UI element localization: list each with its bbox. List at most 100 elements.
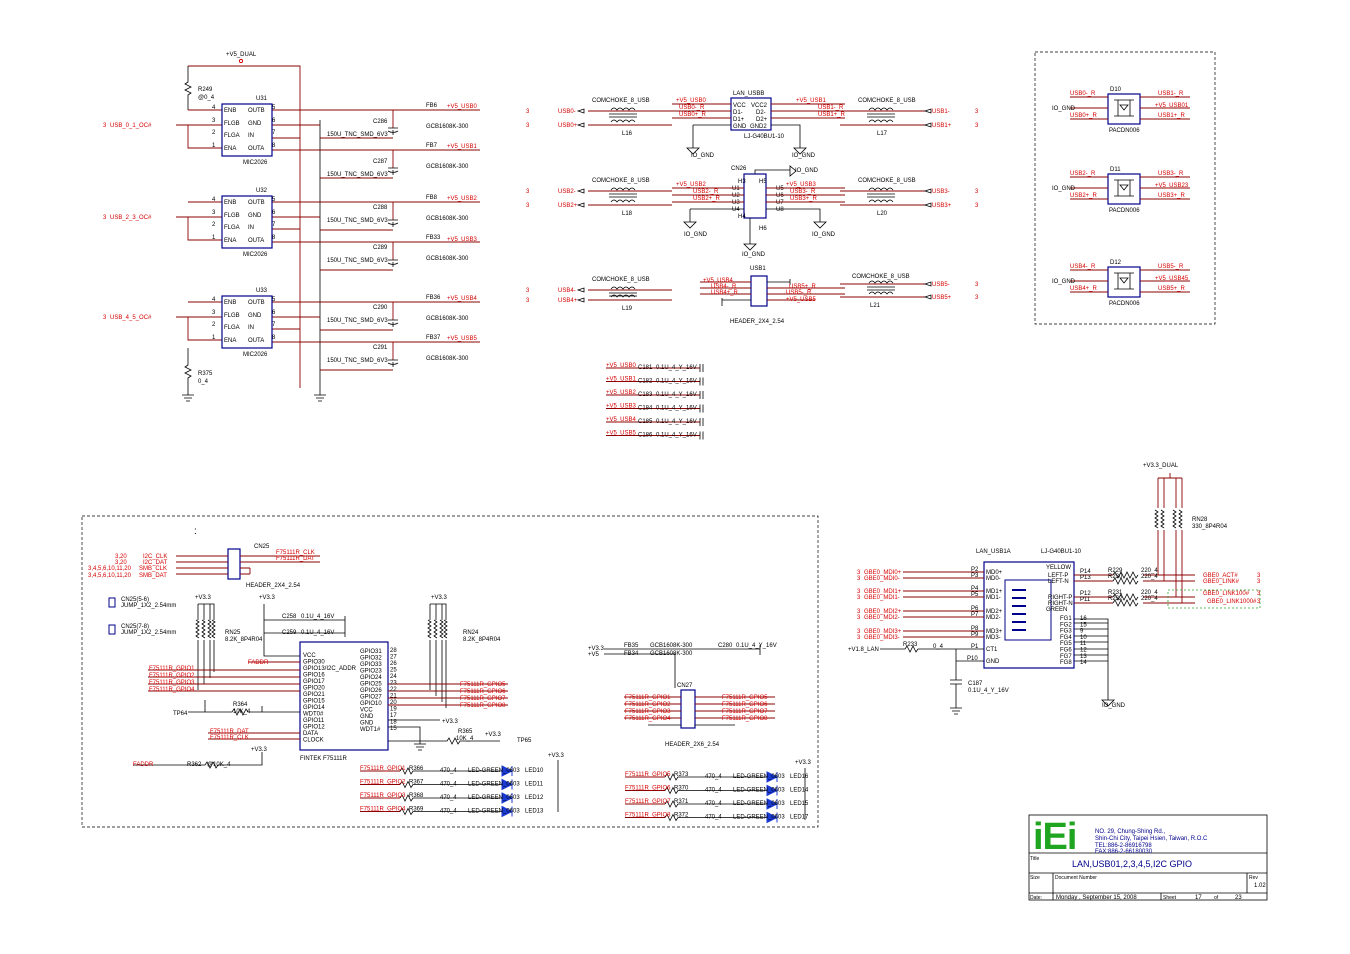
sheet-title: LAN,USB01,2,3,4,5,I2C GPIO xyxy=(1072,859,1192,869)
cap-ref: C290 xyxy=(373,305,388,311)
choke-part: COMCHOKE_8_USB xyxy=(592,178,650,184)
pin: U5 xyxy=(776,186,784,192)
led-icon xyxy=(501,765,514,777)
switch-u33: 3 USB_4_5_OC# U33 MIC2026 xyxy=(103,288,320,358)
led-part: LED-GREEN_0603 xyxy=(468,795,520,801)
net: USB0- xyxy=(558,109,576,115)
led-ref: LED13 xyxy=(525,809,544,815)
net: USB1- xyxy=(932,109,950,115)
choke-ref: L17 xyxy=(877,131,888,137)
net: +V5_USB3 xyxy=(786,182,817,188)
switch-ref: U32 xyxy=(256,188,268,194)
r-value: 0_4 xyxy=(933,644,944,650)
title-block: iEi NO. 29, Chung-Shing Rd., Shin-Chi Ci… xyxy=(1028,814,1268,901)
switch-pin: FLGA xyxy=(224,225,240,231)
cap-value: 0.1U_4_Y_16V xyxy=(656,433,697,439)
date-value: Monday , September 15, 2008 xyxy=(1056,895,1137,901)
net: F75111R_GPIO1 xyxy=(149,666,195,672)
switch-pin: OUTA xyxy=(248,338,264,344)
ic-pin-num: 26 xyxy=(390,661,397,667)
switch-pin-num: 2 xyxy=(212,322,216,328)
choke-ref: L20 xyxy=(877,211,888,217)
ic-pin-num: 22 xyxy=(390,687,397,693)
rn25-rn24: +V3.3 +V3.3 +V3.3 RN25 8.2K_8P4R04 RN24 … xyxy=(195,595,501,708)
page-ref: 3 xyxy=(975,282,979,288)
net: F75111R_GPIO6 xyxy=(460,689,506,695)
switch-part: MIC2026 xyxy=(243,160,268,166)
r-value: 470_4 xyxy=(440,809,457,815)
rn-ref: RN28 xyxy=(1192,517,1208,523)
address-line: NO. 29, Chung-Shing Rd., xyxy=(1095,829,1165,835)
r375-ref: R375 xyxy=(198,371,213,377)
page-ref: 3 xyxy=(857,595,861,601)
pin: H3 xyxy=(738,179,746,185)
r-value: 470_4 xyxy=(705,788,722,794)
switch-pin: FLGA xyxy=(224,133,240,139)
switch-pin: FLGB xyxy=(224,213,240,219)
lan-pin-num: 16 xyxy=(1080,616,1087,622)
inductor-coil xyxy=(610,107,636,111)
inductor-coil xyxy=(868,107,894,111)
net: GBE0_MDI3- xyxy=(864,635,900,641)
cap-value: 0.1U_4_Y_16V xyxy=(968,688,1009,694)
page-ref: 3 xyxy=(1257,599,1261,605)
tel-line: TEL:886-2-86916798 xyxy=(1095,843,1152,849)
switch-pin-num: 4 xyxy=(212,297,216,303)
power-label: +V3.3 xyxy=(548,753,565,759)
pin: H5 xyxy=(759,179,767,185)
page-ref: 3 xyxy=(526,288,530,294)
net: F75111R_GPIO3 xyxy=(149,680,195,686)
r-value: 220_4 xyxy=(1141,590,1158,596)
net: F75111R_GPIO1 xyxy=(360,766,406,772)
power-label: +V3.3 xyxy=(485,732,502,738)
cap-ref: C289 xyxy=(373,245,388,251)
net: USB3-_R xyxy=(1158,171,1184,177)
gnd-label: IO_GND xyxy=(742,252,766,258)
r-ref: R231 xyxy=(1108,590,1123,596)
cn26-connector: CN26 H3 U1 U2 U3 U4 H4 H5 U5 U6 U7 U8 H6… xyxy=(672,165,845,258)
net: USB3-_R xyxy=(790,189,816,195)
led-part: LED-GREEN_0603 xyxy=(733,788,785,794)
lan-pin-label: RIGHT-P xyxy=(1048,595,1072,601)
esd-protection: D10PACDN006USB0-_RIO_GNDUSB0+_RUSB1-_R+V… xyxy=(1052,87,1190,307)
jumper-ref: CN25(7-8) xyxy=(121,624,149,630)
switch-pin: IN xyxy=(248,133,254,139)
power-label: +V3.3 xyxy=(442,719,459,725)
inductor-coil xyxy=(610,187,636,191)
switch-pin-num: 7 xyxy=(272,222,276,228)
ic-pin: GPIO13/I2C_ADDR xyxy=(303,666,357,672)
net: F75111R_GPIO3 xyxy=(360,793,406,799)
led-icon xyxy=(501,778,514,791)
net: F75111R_GPIO6 xyxy=(722,702,768,708)
led-part: LED-GREEN_0603 xyxy=(468,809,520,815)
net: USB3+ xyxy=(932,203,952,209)
pin: D1+ xyxy=(733,117,745,123)
net: F75111R_GPIO3 xyxy=(625,709,671,715)
cap-value: 0.1U_4_Y_16V xyxy=(736,643,777,649)
net: USB2-_R xyxy=(693,189,719,195)
led-ref: LED11 xyxy=(525,782,544,788)
net: USB4+_R xyxy=(1070,286,1098,292)
switch-pin: FLGA xyxy=(224,325,240,331)
lan-pin-label: CT1 xyxy=(986,647,998,653)
net: +V5_USB0 xyxy=(606,363,637,369)
choke-part: COMCHOKE_8_USB xyxy=(592,277,650,283)
net: +V5_USB4 xyxy=(703,278,734,284)
lan-ref: LAN_USB1A xyxy=(976,549,1011,555)
cap-value: 0.1U_4_Y_16V xyxy=(656,379,697,385)
lan-pin-label: FG1 xyxy=(1060,616,1072,622)
ic-pin: GPIO20 xyxy=(303,686,325,692)
switch-pin-num: 2 xyxy=(212,222,216,228)
choke-part: COMCHOKE_8_USB xyxy=(858,98,916,104)
pin: GND xyxy=(733,124,747,130)
net: F75111R_DAT xyxy=(210,729,249,735)
link-highlight xyxy=(1167,589,1261,609)
power-label: +V1.8_LAN xyxy=(848,647,879,653)
switch-ref: U33 xyxy=(256,288,268,294)
